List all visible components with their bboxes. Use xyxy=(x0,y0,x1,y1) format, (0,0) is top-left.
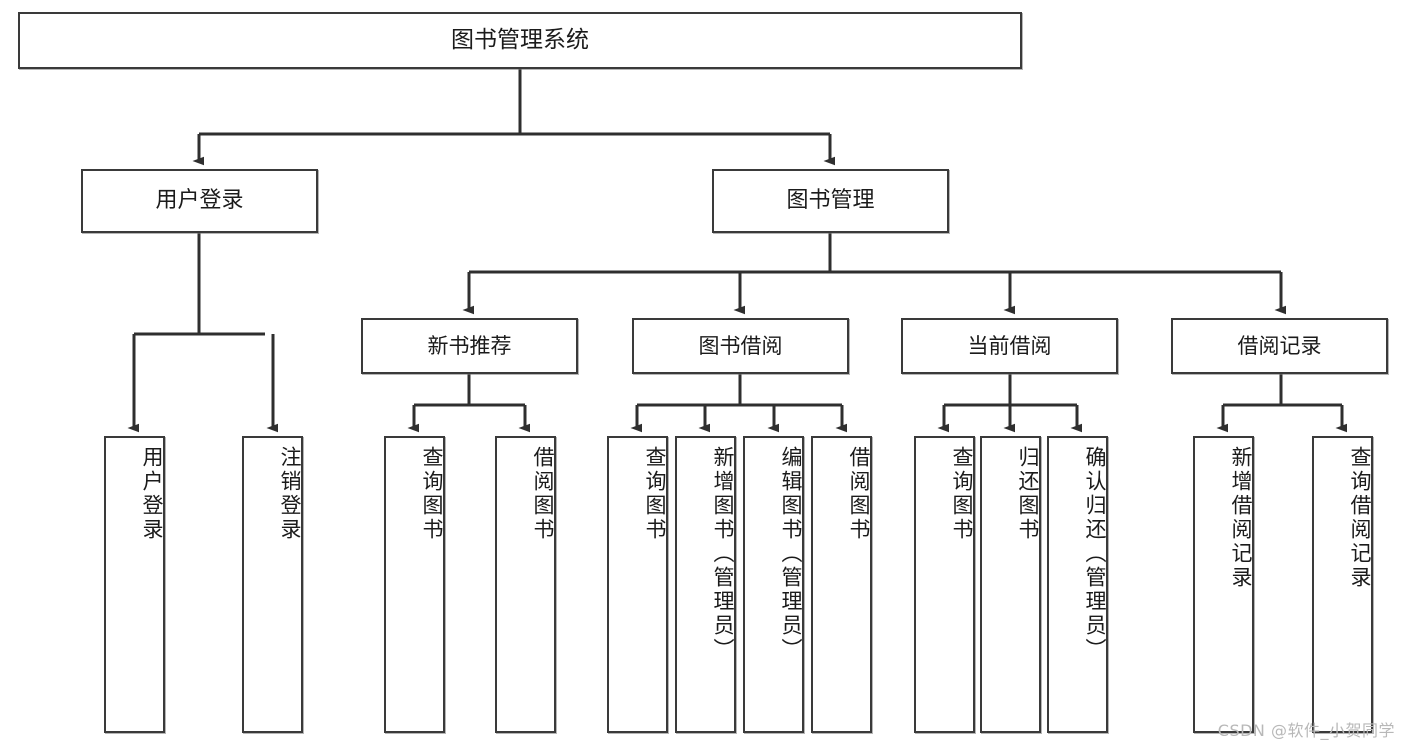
node-current-borrow[interactable]: 当前借阅 xyxy=(901,318,1118,374)
leaf-edit-book[interactable]: 编辑图书（管理员） xyxy=(743,436,804,733)
leaf-add-record-label: 新增借阅记录 xyxy=(1229,446,1253,590)
leaf-query-record[interactable]: 查询借阅记录 xyxy=(1312,436,1373,733)
leaf-add-record[interactable]: 新增借阅记录 xyxy=(1193,436,1254,733)
node-book-borrow[interactable]: 图书借阅 xyxy=(632,318,849,374)
leaf-edit-book-label: 编辑图书（管理员） xyxy=(779,446,803,662)
leaf-query-record-label: 查询借阅记录 xyxy=(1348,446,1372,590)
leaf-return-book[interactable]: 归还图书 xyxy=(980,436,1041,733)
leaf-borrow-book-2[interactable]: 借阅图书 xyxy=(811,436,872,733)
leaf-borrow-book-2-label: 借阅图书 xyxy=(847,446,871,542)
node-book-manage-label: 图书管理 xyxy=(786,188,875,214)
leaf-borrow-book-1-label: 借阅图书 xyxy=(531,446,555,542)
node-book-borrow-label: 图书借阅 xyxy=(698,333,783,358)
leaf-user-logout[interactable]: 注销登录 xyxy=(242,436,303,733)
node-user-login-label: 用户登录 xyxy=(155,188,244,214)
leaf-add-book[interactable]: 新增图书（管理员） xyxy=(675,436,736,733)
leaf-add-book-label: 新增图书（管理员） xyxy=(711,446,735,662)
node-root[interactable]: 图书管理系统 xyxy=(18,12,1022,69)
leaf-return-book-label: 归还图书 xyxy=(1016,446,1040,542)
node-borrow-record-label: 借阅记录 xyxy=(1237,333,1322,358)
leaf-user-login-label: 用户登录 xyxy=(140,446,164,542)
leaf-confirm-return[interactable]: 确认归还（管理员） xyxy=(1047,436,1108,733)
leaf-user-login[interactable]: 用户登录 xyxy=(104,436,165,733)
node-new-book-rec-label: 新书推荐 xyxy=(427,333,512,358)
node-root-label: 图书管理系统 xyxy=(451,27,589,54)
node-current-borrow-label: 当前借阅 xyxy=(967,333,1052,358)
node-user-login[interactable]: 用户登录 xyxy=(81,169,318,233)
leaf-query-book-2[interactable]: 查询图书 xyxy=(607,436,668,733)
leaf-confirm-return-label: 确认归还（管理员） xyxy=(1083,446,1107,662)
leaf-query-book-1[interactable]: 查询图书 xyxy=(384,436,445,733)
leaf-query-book-3-label: 查询图书 xyxy=(950,446,974,542)
leaf-query-book-1-label: 查询图书 xyxy=(420,446,444,542)
csdn-watermark: CSDN @软件_小贺同学 xyxy=(1217,721,1395,740)
leaf-user-logout-label: 注销登录 xyxy=(278,446,302,542)
leaf-query-book-2-label: 查询图书 xyxy=(643,446,667,542)
leaf-query-book-3[interactable]: 查询图书 xyxy=(914,436,975,733)
leaf-borrow-book-1[interactable]: 借阅图书 xyxy=(495,436,556,733)
node-book-manage[interactable]: 图书管理 xyxy=(712,169,949,233)
node-new-book-rec[interactable]: 新书推荐 xyxy=(361,318,578,374)
node-borrow-record[interactable]: 借阅记录 xyxy=(1171,318,1388,374)
